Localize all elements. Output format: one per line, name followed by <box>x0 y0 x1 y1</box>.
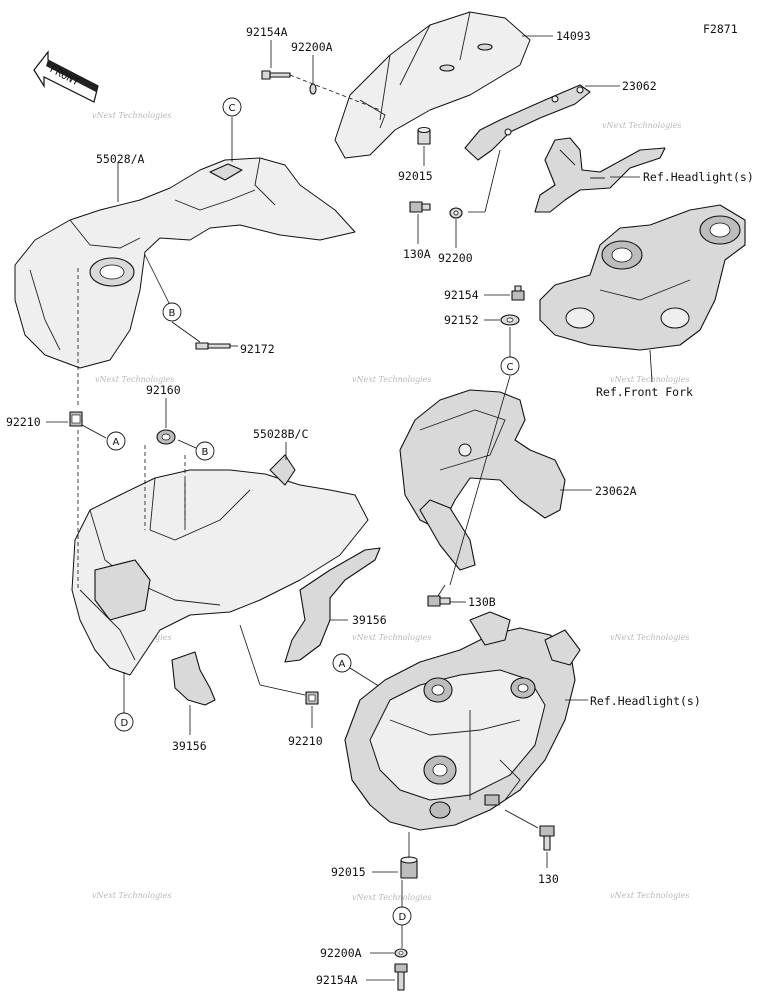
svg-text:B: B <box>169 308 176 319</box>
bolt-92154 <box>511 285 525 301</box>
watermark: vNext Technologies <box>610 633 689 642</box>
washer-92200A-top <box>309 83 317 95</box>
bolt-130B <box>427 595 451 607</box>
callout-a-lower: A <box>332 653 352 673</box>
label-92154A-top: 92154A <box>246 25 288 39</box>
label-92210-mid: 92210 <box>288 734 323 748</box>
nut-92152 <box>500 314 520 326</box>
svg-text:D: D <box>399 912 407 923</box>
label-92154: 92154 <box>444 288 479 302</box>
svg-text:D: D <box>121 718 129 729</box>
label-39156-left: 39156 <box>172 739 207 753</box>
clip-92210-mid <box>305 691 319 705</box>
label-92172: 92172 <box>240 342 275 356</box>
part-55028BC-lower-cowl <box>71 454 369 676</box>
callout-c-top: C <box>222 97 242 117</box>
svg-text:C: C <box>229 103 236 114</box>
callout-b-upper: B <box>162 302 182 322</box>
label-130A: 130A <box>403 247 431 261</box>
front-arrow-icon: FRONT <box>33 50 99 103</box>
watermark: vNext Technologies <box>352 633 431 642</box>
screw-92172 <box>195 342 231 350</box>
svg-text:A: A <box>339 659 346 670</box>
callout-d-bottom: D <box>392 906 412 926</box>
label-55028A: 55028/A <box>96 152 145 166</box>
label-92015-top: 92015 <box>398 169 433 183</box>
label-55028BC: 55028B/C <box>253 427 308 441</box>
svg-text:A: A <box>113 437 120 448</box>
label-ref-headlight-mid: Ref.Headlight(s) <box>590 694 701 708</box>
collar-92015-bottom <box>400 856 418 879</box>
svg-text:B: B <box>202 447 209 458</box>
watermark: vNext Technologies <box>610 375 689 384</box>
ref-front-fork-clamp <box>539 204 746 351</box>
label-92210-left: 92210 <box>6 415 41 429</box>
label-92200A-top: 92200A <box>291 40 333 54</box>
label-39156-right: 39156 <box>352 613 387 627</box>
watermark: vNext Technologies <box>352 893 431 902</box>
watermark: vNext Technologies <box>92 891 171 900</box>
watermark: vNext Technologies <box>95 375 174 384</box>
label-92160: 92160 <box>146 383 181 397</box>
bolt-92154A-top <box>261 70 291 80</box>
watermark: vNext Technologies <box>352 375 431 384</box>
bolt-130 <box>539 825 555 851</box>
label-14093: 14093 <box>556 29 591 43</box>
part-23062-bracket <box>464 84 591 161</box>
part-39156-right <box>284 547 381 663</box>
watermark: vNext Technologies <box>610 891 689 900</box>
figure-code: F2871 <box>703 22 738 36</box>
part-39156-left <box>171 651 216 706</box>
grommet-92160 <box>156 429 176 445</box>
label-130: 130 <box>538 872 559 886</box>
part-23062A-bracket <box>399 389 566 571</box>
ref-headlight-bracket-top <box>534 137 666 213</box>
watermark: vNext Technologies <box>92 111 171 120</box>
ref-headlight-assembly <box>344 611 581 831</box>
label-ref-headlight-top: Ref.Headlight(s) <box>643 170 754 184</box>
part-55028A-upper-cowl <box>14 157 356 369</box>
bolt-130A <box>409 201 431 213</box>
label-92200A-bottom: 92200A <box>320 946 362 960</box>
collar-92015-top <box>417 127 431 145</box>
callout-b-lower: B <box>195 441 215 461</box>
part-14093-cover <box>334 11 531 159</box>
washer-92200 <box>449 207 463 219</box>
label-23062: 23062 <box>622 79 657 93</box>
bolt-92154A-bottom <box>394 963 408 991</box>
label-92154A-bottom: 92154A <box>316 973 358 987</box>
callout-a-left: A <box>106 431 126 451</box>
label-130B: 130B <box>468 595 496 609</box>
label-23062A: 23062A <box>595 484 637 498</box>
clip-92210-left <box>69 411 83 427</box>
watermark: vNext Technologies <box>602 121 681 130</box>
callout-c-right: C <box>500 356 520 376</box>
label-92152: 92152 <box>444 313 479 327</box>
callout-d-left: D <box>114 712 134 732</box>
label-ref-front-fork: Ref.Front Fork <box>596 385 693 399</box>
label-92200: 92200 <box>438 251 473 265</box>
label-92015-bottom: 92015 <box>331 865 366 879</box>
washer-92200A-bottom <box>394 948 408 958</box>
svg-text:C: C <box>507 362 514 373</box>
